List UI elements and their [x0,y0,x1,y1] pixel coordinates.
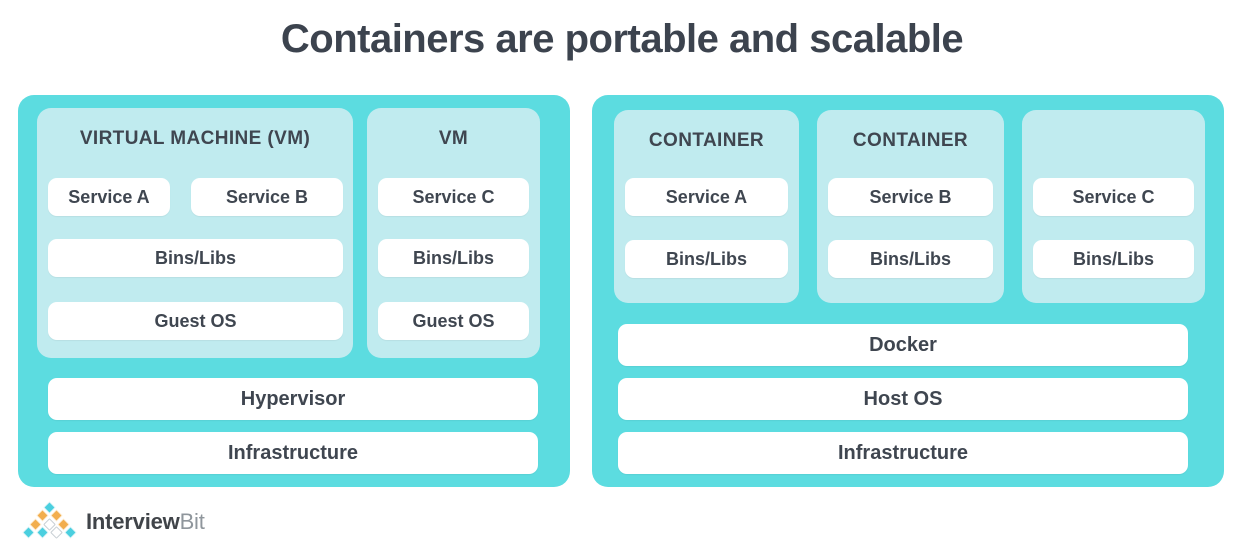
logo-text-light: Bit [179,509,205,534]
guest-os-box: Guest OS [48,302,343,340]
bins-libs-box: Bins/Libs [48,239,343,277]
diamond-pyramid-icon [20,500,80,543]
vm-stack-panel: VIRTUAL MACHINE (VM) Service A Service B… [18,95,570,487]
service-c-box: Service C [1033,178,1194,216]
vm-group-large-header: VIRTUAL MACHINE (VM) [79,128,311,149]
interviewbit-logo-text: InterviewBit [86,509,205,535]
service-b-box: Service B [191,178,343,216]
service-c-box: Service C [378,178,529,216]
service-a-box: Service A [48,178,170,216]
container-card-1-header: CONTAINER [648,130,765,151]
guest-os-box: Guest OS [378,302,529,340]
bins-libs-box: Bins/Libs [378,239,529,277]
bins-libs-box: Bins/Libs [625,240,788,278]
infrastructure-bar: Infrastructure [48,432,538,474]
bins-libs-box: Bins/Libs [1033,240,1194,278]
interviewbit-logo: InterviewBit [20,500,205,544]
service-b-box: Service B [828,178,993,216]
container-stack-panel: CONTAINER Service A Bins/Libs CONTAINER … [592,95,1224,487]
diagram-title: Containers are portable and scalable [280,17,964,61]
logo-text-bold: Interview [86,509,180,534]
vm-group-large: VIRTUAL MACHINE (VM) Service A Service B… [37,108,353,358]
infrastructure-bar: Infrastructure [618,432,1188,474]
hypervisor-bar: Hypervisor [48,378,538,420]
host-os-bar: Host OS [618,378,1188,420]
bins-libs-box: Bins/Libs [828,240,993,278]
container-card-1: CONTAINER Service A Bins/Libs [614,110,799,303]
vm-group-small-header: VM [438,128,469,149]
vm-group-small: VM Service C Bins/Libs Guest OS [367,108,540,358]
container-card-2: CONTAINER Service B Bins/Libs [817,110,1004,303]
service-a-box: Service A [625,178,788,216]
docker-bar: Docker [618,324,1188,366]
container-card-2-header: CONTAINER [852,130,969,151]
container-card-3: Service C Bins/Libs [1022,110,1205,303]
